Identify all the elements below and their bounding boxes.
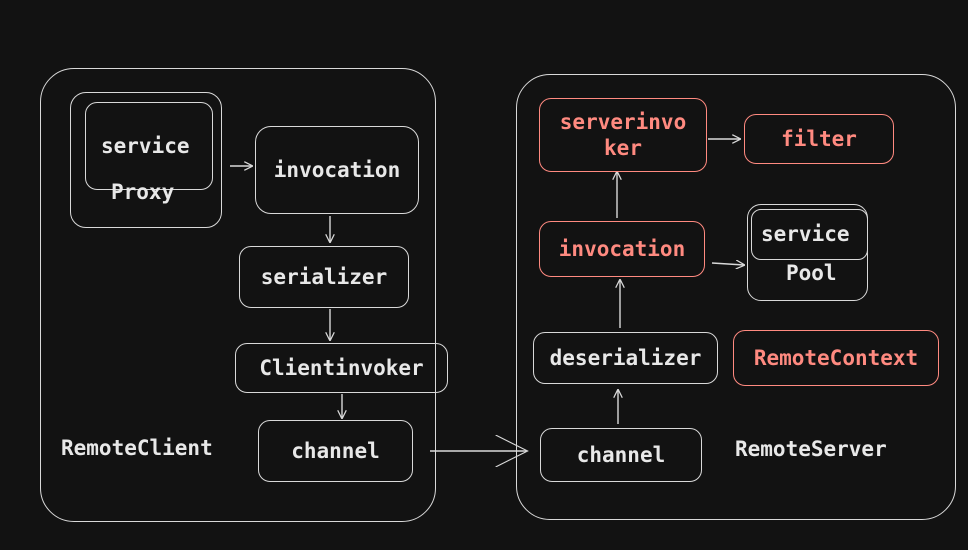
service-proxy-inner [85, 102, 213, 190]
service-proxy-line2: Proxy [111, 180, 175, 204]
serverinvoker-line2: ker [604, 136, 642, 160]
remote-client-container [40, 68, 436, 522]
server-channel-node[interactable]: channel [540, 428, 702, 482]
client-channel-node[interactable]: channel [258, 420, 413, 482]
service-proxy-line1: service [101, 134, 190, 158]
deserializer-node[interactable]: deserializer [533, 332, 718, 384]
service-pool-inner [751, 209, 868, 260]
filter-node[interactable]: filter [744, 114, 894, 164]
remote-server-label: RemoteServer [735, 437, 887, 461]
server-invocation-node[interactable]: invocation [539, 221, 705, 277]
serverinvoker-node[interactable]: serverinvo ker [539, 98, 707, 172]
remote-client-label: RemoteClient [61, 436, 213, 460]
service-pool-line2: Pool [786, 261, 837, 285]
clientinvoker-node[interactable]: Clientinvoker [235, 343, 448, 393]
remote-server-container [516, 74, 956, 520]
client-invocation-node[interactable]: invocation [255, 126, 419, 214]
serverinvoker-line1: serverinvo [559, 109, 687, 134]
service-pool-line1: service [761, 222, 850, 246]
remote-context-node[interactable]: RemoteContext [733, 330, 939, 386]
service-proxy-outer[interactable] [70, 92, 222, 228]
serializer-node[interactable]: serializer [239, 246, 409, 308]
arrow-invocation-to-servicepool [711, 263, 744, 265]
